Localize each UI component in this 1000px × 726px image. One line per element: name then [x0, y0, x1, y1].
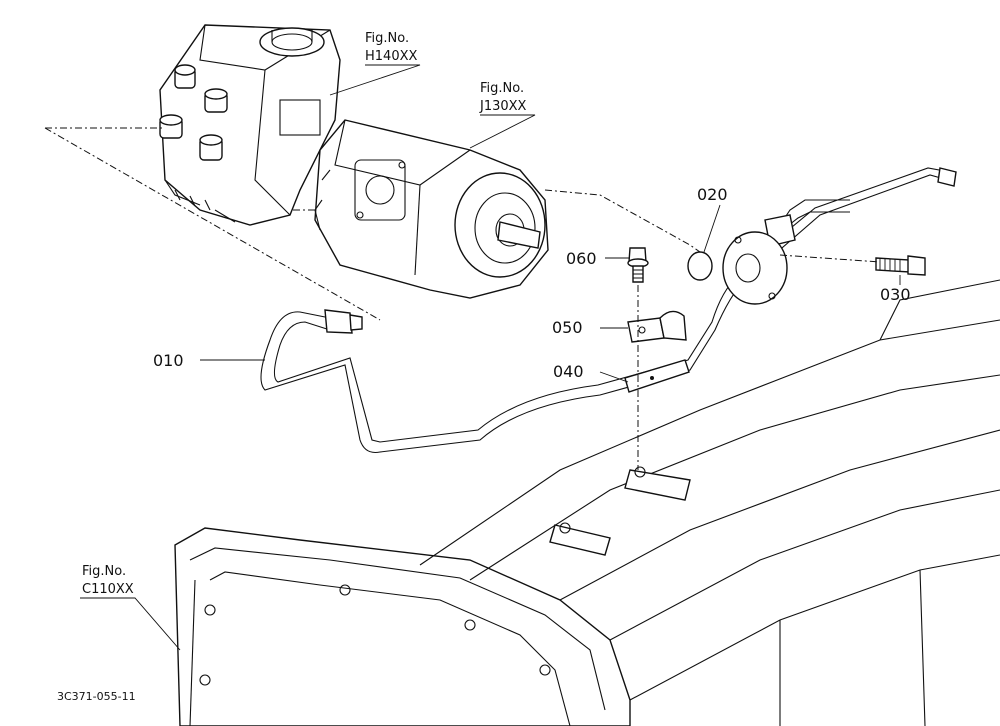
fig-ref-line2: H140XX: [365, 49, 417, 64]
fig-ref-line2: J130XX: [479, 99, 527, 114]
pipe-flange: [722, 231, 788, 305]
hydraulic-pump-illustration: [314, 119, 549, 299]
fig-ref-line1: Fig.No.: [480, 81, 524, 96]
o-ring-020: [687, 251, 713, 281]
assembly-lines: [44, 127, 881, 470]
part-label-040[interactable]: 040: [553, 362, 584, 381]
part-label-010[interactable]: 010: [153, 351, 184, 370]
part-label-020[interactable]: 020: [697, 185, 728, 204]
transmission-case-illustration: [174, 279, 1000, 726]
fig-ref-line2: C110XX: [82, 582, 134, 597]
fig-ref-line1: Fig.No.: [82, 564, 126, 579]
fig-ref-line1: Fig.No.: [365, 31, 409, 46]
drawing-code: 3C371-055-11: [57, 690, 136, 703]
leader-lines: [80, 64, 901, 651]
figure-ref-hydraulic-pump[interactable]: Fig.No. J130XX: [479, 81, 527, 114]
delivery-pipe-010: [260, 167, 957, 454]
part-label-060[interactable]: 060: [566, 249, 597, 268]
bolt-030: [875, 255, 926, 276]
steering-unit-illustration: [159, 24, 341, 226]
bolt-060: [627, 247, 649, 283]
figure-ref-steering-unit[interactable]: Fig.No. H140XX: [365, 31, 417, 64]
part-label-050[interactable]: 050: [552, 318, 583, 337]
clamp-050: [627, 310, 687, 343]
sleeve-040: [624, 359, 690, 393]
figure-ref-transmission-case[interactable]: Fig.No. C110XX: [82, 564, 134, 597]
part-label-030[interactable]: 030: [880, 285, 911, 304]
